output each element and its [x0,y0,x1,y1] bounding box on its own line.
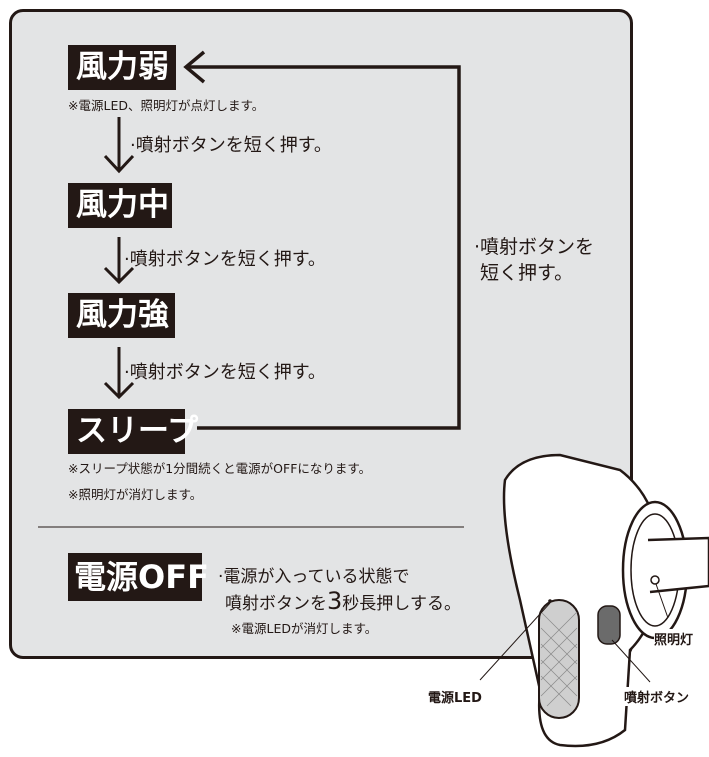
power-off-line-1: ·電源が入っている状態で [218,567,410,587]
callout-spray-button: 噴射ボタン [624,687,690,706]
loop-instruction: ·噴射ボタンを 短く押す。 [474,235,594,286]
down-arrow-1 [103,117,135,174]
step-weak-to-medium: ·噴射ボタンを短く押す。 [130,135,332,156]
down-arrow-2 [103,237,135,285]
sleep-note-2: ※照明灯が消灯します。 [68,487,203,502]
power-off-instruction: ·電源が入っている状態で 噴射ボタンを3秒長押しする。 [218,566,461,616]
loop-line-1: ·噴射ボタンを [474,236,595,258]
mode-power-off-label: 電源OFF [68,553,209,601]
power-off-line-2-b: 秒長押しする。 [342,593,461,614]
power-off-seconds: 3 [327,586,343,615]
power-off-line-2: 噴射ボタンを3秒長押しする。 [218,589,461,616]
callout-power-led: 電源LED [428,687,482,706]
loop-line-2: 短く押す。 [480,261,574,284]
step-strong-to-sleep: ·噴射ボタンを短く押す。 [124,362,326,383]
power-off-note: ※電源LEDが消灯します。 [231,621,378,636]
mode-weak-label: 風力弱 [68,45,176,90]
mode-sleep-label: スリープ [68,409,198,454]
step-medium-to-strong: ·噴射ボタンを短く押す。 [124,249,326,270]
weak-note: ※電源LED、照明灯が点灯します。 [68,98,265,113]
power-off-line-2-a: 噴射ボタンを [225,593,327,614]
loop-arrow [183,50,461,430]
down-arrow-3 [103,347,135,400]
mode-medium-label: 風力中 [68,183,172,228]
sleep-note-1: ※スリープ状態が1分間続くと電源がOFFになります。 [68,461,372,476]
mode-strong-label: 風力強 [68,293,175,338]
device-illustration [479,453,709,748]
callout-light: 照明灯 [654,629,694,648]
